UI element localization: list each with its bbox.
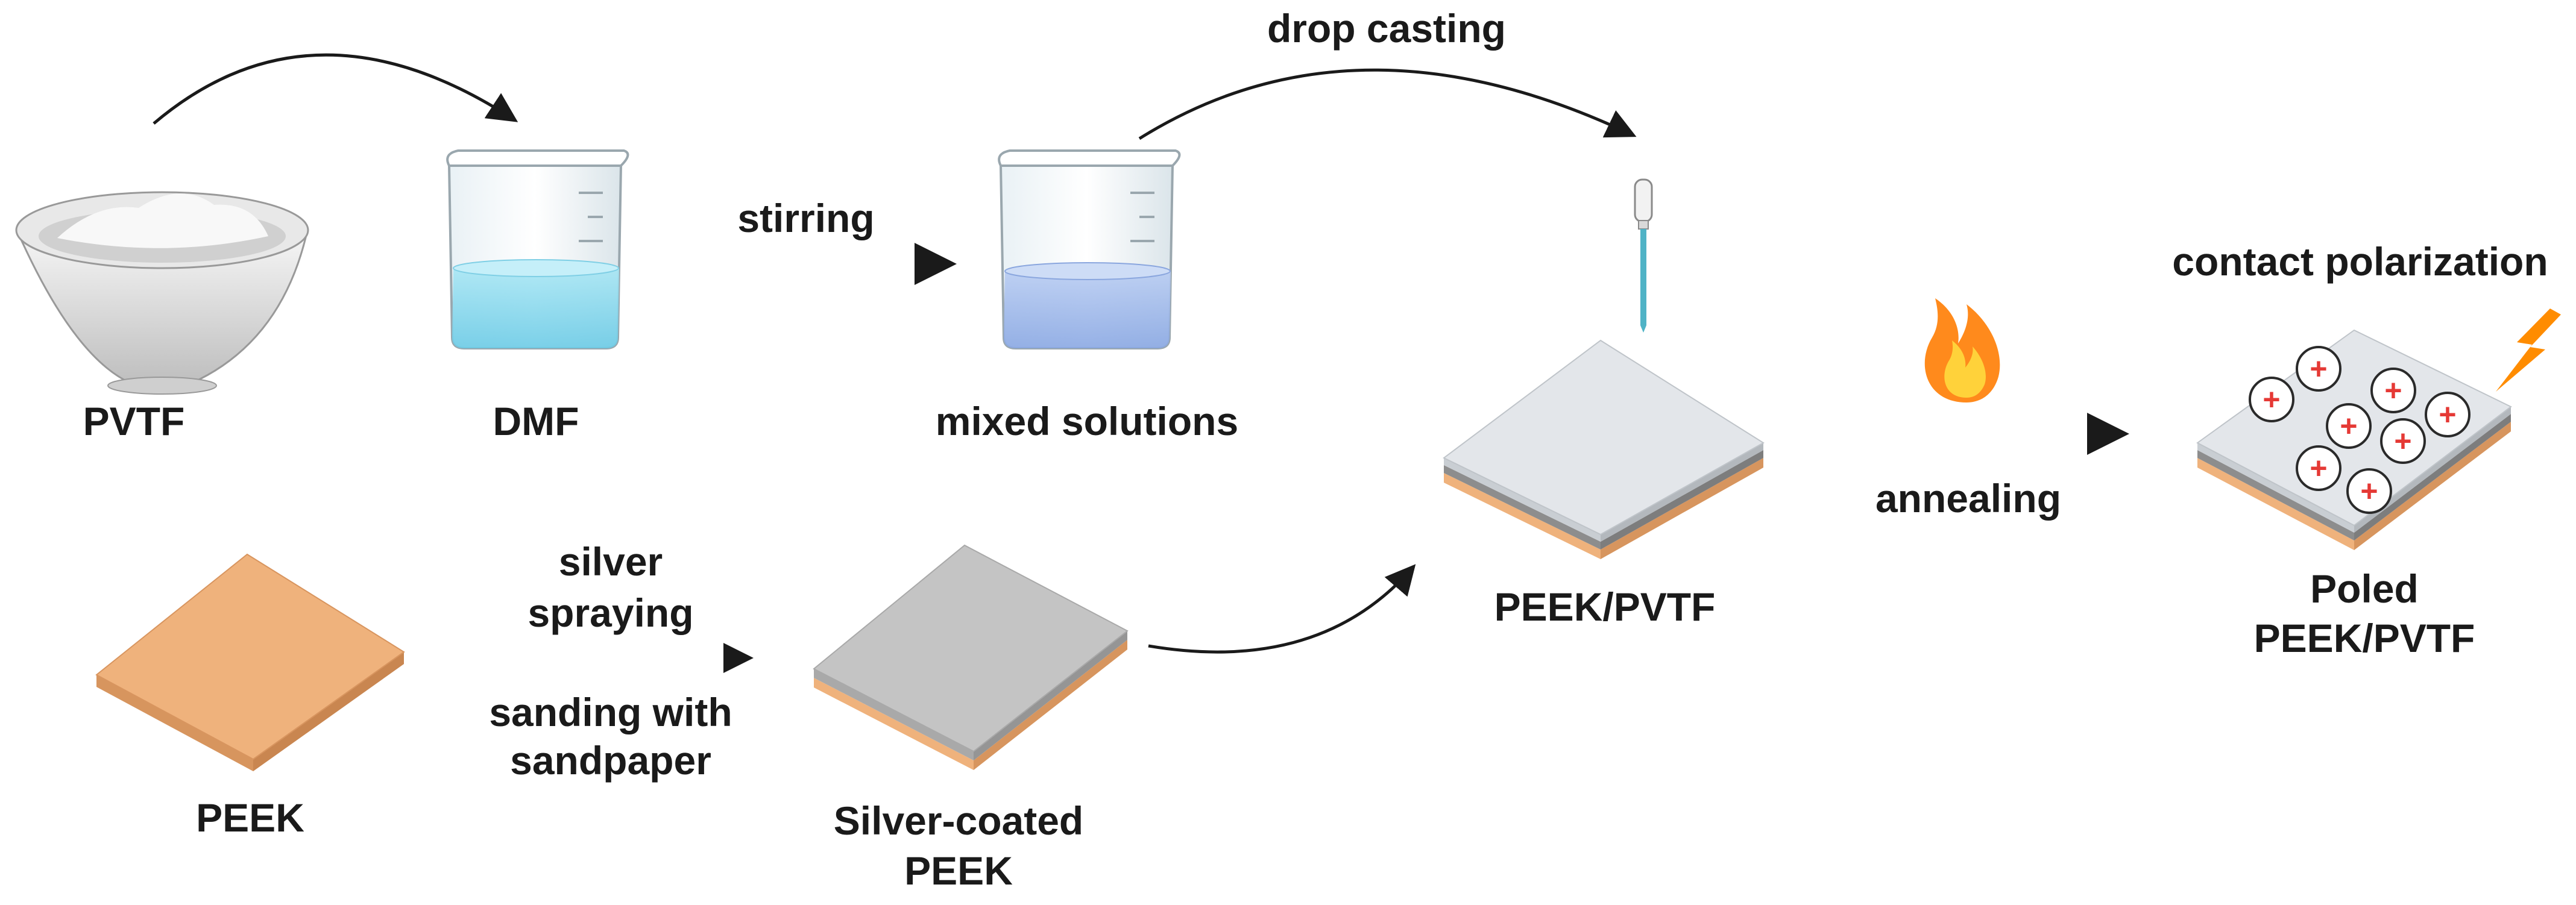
pipette-icon <box>1634 178 1653 333</box>
silver-coated-peek-plate <box>813 544 1129 770</box>
plus-charge-symbol: + <box>2340 409 2357 443</box>
plus-charge-symbol: + <box>2394 424 2411 458</box>
label-dmf: DMF <box>493 399 579 443</box>
arrow-silver-to-pvtf <box>1148 564 1416 654</box>
plus-charge-symbol: + <box>2310 352 2327 386</box>
label-silver-coated-line1: Silver-coated <box>834 798 1084 843</box>
step-sanding-line1: sanding with <box>489 690 732 734</box>
step-silver-spraying-line2: spraying <box>527 590 693 635</box>
plus-charge-symbol: + <box>2360 474 2378 508</box>
peek-plate <box>95 553 405 771</box>
label-mixed-solutions: mixed solutions <box>936 399 1238 443</box>
charge-circle-3: + <box>2425 392 2471 437</box>
step-contact-polarization: contact polarization <box>2172 239 2548 284</box>
charge-markers: ++++++++ <box>2249 346 2471 514</box>
label-silver-coated-line2: PEEK <box>904 848 1013 893</box>
plus-charge-symbol: + <box>2310 451 2327 485</box>
charge-circle-8: + <box>2346 468 2392 514</box>
charge-circle-2: + <box>2370 368 2416 413</box>
charge-circle-7: + <box>2296 445 2341 491</box>
arrow-drop-casting <box>1138 68 1637 140</box>
label-poled-line2: PEEK/PVTF <box>2254 616 2475 660</box>
label-peek: PEEK <box>196 795 304 840</box>
dmf-beaker <box>446 149 629 349</box>
charge-circle-1: + <box>2296 346 2341 392</box>
step-sanding-line2: sandpaper <box>510 738 711 783</box>
plus-charge-symbol: + <box>2263 383 2280 416</box>
plus-charge-symbol: + <box>2439 398 2456 431</box>
arrow-pvtf-to-dmf <box>153 53 518 125</box>
label-peek-pvtf: PEEK/PVTF <box>1494 584 1716 629</box>
step-drop-casting: drop casting <box>1267 6 1506 51</box>
label-pvtf: PVTF <box>83 399 185 443</box>
charge-circle-5: + <box>2326 403 2372 449</box>
step-silver-spraying-line1: silver <box>559 539 663 584</box>
mixed-solutions-beaker <box>998 149 1181 349</box>
label-poled-line1: Poled <box>2310 566 2419 611</box>
step-annealing: annealing <box>1875 476 2061 521</box>
plus-charge-symbol: + <box>2384 374 2402 407</box>
step-stirring: stirring <box>737 196 874 240</box>
charge-circle-6: + <box>2380 418 2426 464</box>
lightning-icon <box>2496 308 2561 392</box>
pvtf-powder-bowl <box>15 191 309 395</box>
peek-pvtf-plate <box>1443 339 1765 559</box>
flame-icon <box>1924 298 2000 402</box>
charge-circle-4: + <box>2249 377 2294 422</box>
